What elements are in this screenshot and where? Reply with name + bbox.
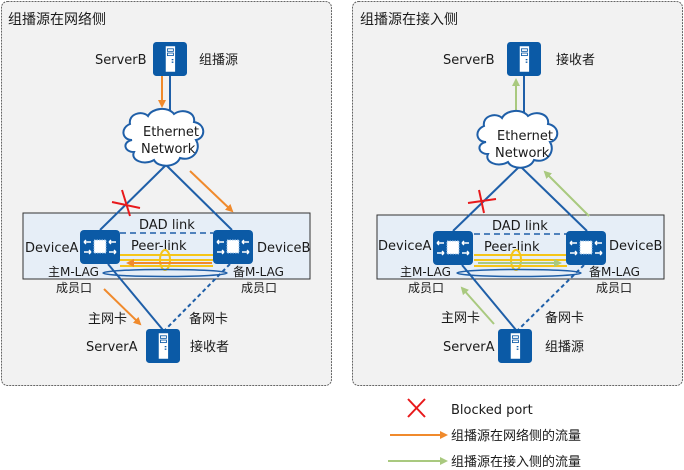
mlag-bundle-icon [102,268,228,278]
serverB-server-icon[interactable] [506,42,542,76]
deviceA-label: DeviceA [25,241,78,256]
link-deviceB-serverA [517,264,585,331]
legend: Blocked port 组播源在网络侧的流量 组播源在接入侧的流量 [388,398,581,470]
dad-link-label: DAD link [492,219,548,234]
legend-blocked-label: Blocked port [451,403,533,418]
primary-port-label: 主M-LAG [48,265,99,279]
blocked-port-icon [467,189,497,214]
legend-blocked-icon [407,398,426,418]
deviceB-switch-icon[interactable] [213,230,253,264]
panel-access-side: 组播源在接入侧 DAD link Peer-link DeviceA Devic… [352,1,683,386]
serverA-label: ServerA [86,340,138,355]
link-deviceA-serverA [107,263,164,331]
serverA-role: 组播源 [545,340,584,355]
mlag-group-box [22,212,311,280]
primary-port-label-2: 成员口 [408,281,444,295]
serverA-server-icon[interactable] [497,329,533,363]
primary-port-label-2: 成员口 [56,281,92,295]
backup-port-label: 备M-LAG [589,265,640,279]
legend-access-flow-label: 组播源在接入侧的流量 [451,454,581,470]
panel-title: 组播源在接入侧 [360,11,458,28]
flow-cloud-deviceB [189,170,234,213]
serverB-server-icon[interactable] [152,42,188,76]
legend-network-flow-label: 组播源在网络侧的流量 [451,428,581,444]
panel-frame [1,1,332,386]
deviceB-label: DeviceB [609,239,662,254]
primary-port-label: 主M-LAG [400,265,451,279]
serverB-role: 组播源 [199,53,238,68]
link-cloud-deviceA [452,165,521,232]
cloud-label-2: Network [495,146,550,161]
deviceB-label: DeviceB [257,241,310,256]
primary-nic-label: 主网卡 [441,311,480,326]
backup-port-label-2: 成员口 [241,281,277,295]
panel-frame [352,1,683,386]
peer-link-label: Peer-link [484,240,540,255]
deviceA-label: DeviceA [378,239,431,254]
panel-title: 组播源在网络侧 [8,12,106,28]
serverA-role: 接收者 [190,339,229,355]
serverB-label: ServerB [443,53,495,68]
flow-deviceA-serverA [103,288,142,326]
serverB-label: ServerB [95,53,147,68]
cloud-label-2: Network [141,142,196,157]
cloud-label-1: Ethernet [497,129,553,144]
mlag-group-box [376,214,665,280]
link-cloud-deviceA [99,164,167,231]
ethernet-cloud-icon [122,108,205,167]
backup-port-label: 备M-LAG [233,265,284,279]
blocked-port-icon [111,189,141,217]
link-deviceA-serverA [461,264,517,331]
mlag-bundle-icon [456,268,582,278]
link-cloud-deviceB [165,164,233,231]
link-deviceB-serverA [164,263,231,331]
backup-nic-label: 备网卡 [545,310,584,326]
serverA-label: ServerA [443,340,495,355]
deviceA-switch-icon[interactable] [433,231,473,265]
link-cloud-deviceB [519,165,588,232]
ethernet-cloud-icon [476,110,559,169]
flow-serverA-deviceA [460,286,495,325]
serverA-server-icon[interactable] [145,329,181,363]
backup-port-label-2: 成员口 [596,281,632,295]
deviceB-switch-icon[interactable] [566,231,606,265]
peer-link-label: Peer-link [131,239,187,254]
serverB-role: 接收者 [556,52,595,68]
flow-deviceB-cloud [543,170,590,217]
deviceA-switch-icon[interactable] [80,230,120,264]
dad-link-label: DAD link [139,218,195,233]
panel-network-side: 组播源在网络侧 DAD link Peer-link DeviceA [1,1,332,386]
primary-nic-label: 主网卡 [88,312,127,327]
backup-nic-label: 备网卡 [189,311,228,327]
cloud-label-1: Ethernet [143,125,199,140]
